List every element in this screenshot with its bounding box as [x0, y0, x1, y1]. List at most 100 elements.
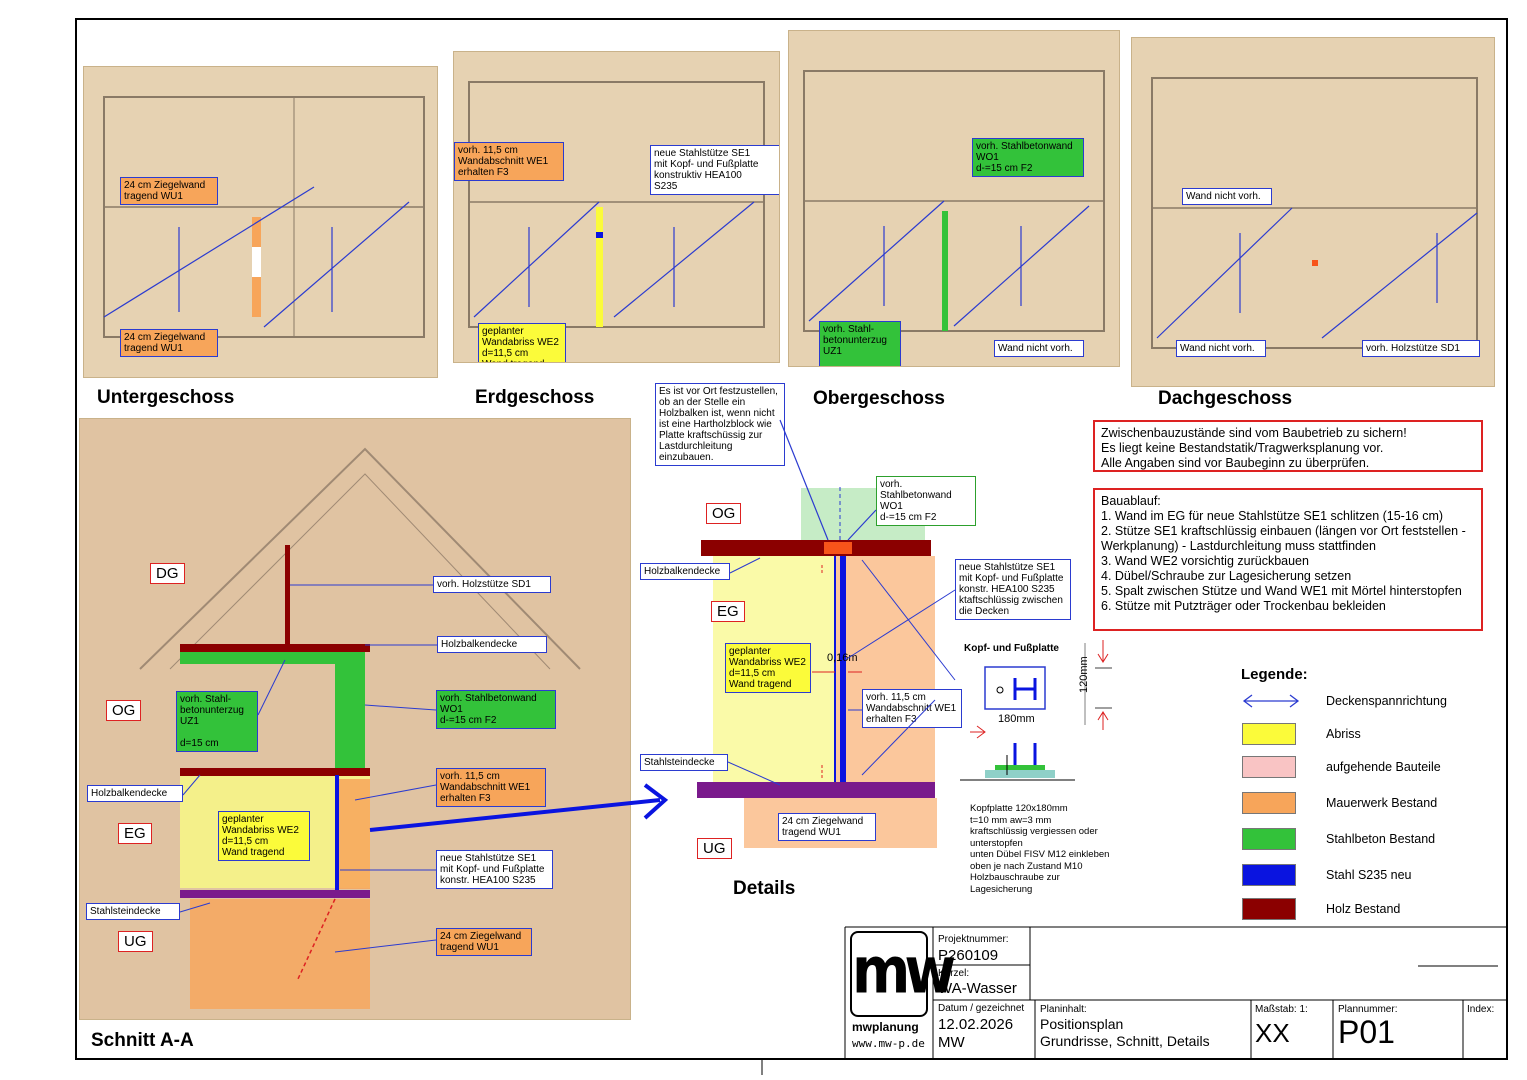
section-label-stahlbetonwand: vorh. Stahlbetonwand WO1 d-=15 cm F2 — [436, 690, 556, 729]
planinhalt-label: Planinhalt: — [1040, 1004, 1087, 1015]
index-label: Index: — [1467, 1004, 1495, 1015]
detail-holzbalkendecke-bar — [701, 540, 931, 556]
drawing-frame — [75, 18, 1508, 1060]
detail-label-stahlbetonwand: vorh. Stahlbetonwand WO1 d-=15 cm F2 — [876, 476, 976, 526]
dg-label-bottom-right: vorh. Holzstütze SD1 — [1362, 340, 1480, 357]
detail-steel-column — [840, 556, 846, 782]
title-obergeschoss: Obergeschoss — [813, 388, 945, 409]
legend-swatch — [1242, 864, 1296, 886]
kuerzel-label: Kürzel: — [938, 968, 970, 979]
detail-orange-block — [824, 542, 852, 554]
section-label-holzbalkendecke-top: Holzbalkendecke — [437, 636, 547, 653]
og-label-bottom-left: vorh. Stahl- betonunterzug UZ1 d=15 cm — [819, 321, 901, 366]
massstab-label: Maßstab: 1: — [1255, 1004, 1308, 1015]
plan-erdgeschoss: vorh. 11,5 cm Wandabschnitt WE1 erhalten… — [453, 51, 780, 363]
detail-label-holzbalkendecke: Holzbalkendecke — [640, 563, 730, 580]
planinhalt-line1: Positionsplan — [1040, 1016, 1124, 1032]
detail-label-wandabriss: geplanter Wandabriss WE2 d=11,5 cm Wand … — [725, 643, 811, 693]
title-schnitt: Schnitt A-A — [91, 1030, 194, 1051]
company-name: mwplanung — [852, 1020, 919, 1034]
plan-ug-drawing — [103, 96, 425, 338]
kuerzel-value: WA-Wasser — [938, 980, 1017, 997]
datum-value: 12.02.2026 — [938, 1016, 1014, 1033]
legend-swatch — [1242, 828, 1296, 850]
section-label-holzstuetze: vorh. Holzstütze SD1 — [433, 576, 551, 593]
dg-label-top: Wand nicht vorh. — [1182, 188, 1272, 205]
legend-swatch — [1242, 756, 1296, 778]
bauablauf-text: Bauablauf: 1. Wand im EG für neue Stahls… — [1101, 494, 1466, 613]
plate-width: 180mm — [998, 713, 1035, 725]
detail-dimension: 0,16m — [827, 652, 858, 664]
title-details: Details — [733, 878, 796, 899]
legend-label: Deckenspannrichtung — [1326, 694, 1447, 708]
section-label-stahlsteindecke: Stahlsteindecke — [86, 903, 180, 920]
gezeichnet-value: MW — [938, 1034, 965, 1051]
detail-label-stahlstuetze: neue Stahlstütze SE1 mit Kopf- und Fußpl… — [955, 559, 1071, 620]
plan-dg-drawing — [1151, 77, 1478, 349]
section-level-ug: UG — [118, 931, 153, 952]
title-untergeschoss: Untergeschoss — [97, 387, 235, 408]
og-label-bottom-right: Wand nicht vorh. — [994, 340, 1084, 357]
eg-label-left: vorh. 11,5 cm Wandabschnitt WE1 erhalten… — [454, 142, 564, 181]
title-erdgeschoss: Erdgeschoss — [475, 387, 595, 408]
section-level-eg: EG — [118, 823, 152, 844]
legend-title: Legende: — [1241, 666, 1308, 683]
plate-dimension-lines — [1095, 640, 1112, 730]
company-website: www.mw-p.de — [852, 1037, 925, 1050]
plate-title: Kopf- und Fußplatte — [964, 643, 1059, 654]
ug-label-bottom: 24 cm Ziegelwand tragend WU1 — [120, 329, 218, 357]
dg-label-bottom-left: Wand nicht vorh. — [1176, 340, 1266, 357]
detail-steel-column-line — [834, 556, 836, 782]
detail-level-og: OG — [706, 503, 742, 524]
section-level-dg: DG — [150, 563, 185, 584]
warning-note: Zwischenbauzustände sind vom Baubetrieb … — [1093, 420, 1483, 472]
detail-label-ziegelwand: 24 cm Ziegelwand tragend WU1 — [778, 813, 876, 841]
detail-label-stahlsteindecke: Stahlsteindecke — [640, 754, 728, 771]
legend-label: Holz Bestand — [1326, 902, 1401, 916]
og-label-top: vorh. Stahlbetonwand WO1 d-=15 cm F2 — [972, 138, 1084, 177]
detail-level-ug: UG — [697, 838, 732, 859]
detail-label-wandabschnitt: vorh. 11,5 cm Wandabschnitt WE1 erhalten… — [862, 689, 962, 728]
legend-label: Abriss — [1326, 727, 1361, 741]
plate-note: Kopfplatte 120x180mm t=10 mm aw=3 mm kra… — [970, 803, 1110, 895]
section-drawing — [139, 447, 581, 1009]
detail-level-eg: EG — [711, 601, 745, 622]
section-label-wandabschnitt: vorh. 11,5 cm Wandabschnitt WE1 erhalten… — [436, 768, 546, 807]
eg-label-right: neue Stahlstütze SE1 mit Kopf- und Fußpl… — [650, 145, 779, 195]
section-label-holzbalkendecke-mid: Holzbalkendecke — [87, 785, 183, 802]
section-label-wandabriss: geplanter Wandabriss WE2 d=11,5 cm Wand … — [218, 811, 310, 861]
plannummer-value: P01 — [1338, 1014, 1395, 1050]
eg-label-bottom: geplanter Wandabriss WE2 d=11,5 cm Wand … — [478, 323, 566, 362]
plate-drawing — [960, 643, 1086, 781]
massstab-value: XX — [1255, 1018, 1290, 1048]
detail-orange-wall — [835, 556, 935, 782]
legend-swatch — [1242, 898, 1296, 920]
legend-label: aufgehende Bauteile — [1326, 760, 1441, 774]
legend-swatch — [1242, 723, 1296, 745]
warning-text: Zwischenbauzustände sind vom Baubetrieb … — [1101, 426, 1407, 470]
plan-obergeschoss: vorh. Stahlbetonwand WO1 d-=15 cm F2 vor… — [788, 30, 1120, 367]
projektnummer-label: Projektnummer: — [938, 934, 1009, 945]
plan-dachgeschoss: Wand nicht vorh. Wand nicht vorh. vorh. … — [1131, 37, 1495, 387]
double-arrow-icon — [1242, 694, 1300, 708]
section-label-stahlstuetze: neue Stahlstütze SE1 mit Kopf- und Fußpl… — [436, 850, 553, 889]
section-level-og: OG — [106, 700, 142, 721]
projektnummer-value: P260109 — [938, 947, 999, 964]
bauablauf-note: Bauablauf: 1. Wand im EG für neue Stahls… — [1093, 488, 1483, 631]
legend-label: Stahl S235 neu — [1326, 868, 1412, 882]
plan-eg-drawing — [468, 81, 765, 328]
logo-letters: mw — [852, 934, 956, 1009]
ug-label-top: 24 cm Ziegelwand tragend WU1 — [120, 177, 218, 205]
legend-label: Mauerwerk Bestand — [1326, 796, 1438, 810]
section-label-ziegelwand: 24 cm Ziegelwand tragend WU1 — [436, 928, 532, 956]
plannummer-label: Plannummer: — [1338, 1004, 1398, 1015]
title-dachgeschoss: Dachgeschoss — [1158, 388, 1293, 409]
legend-swatch — [1242, 792, 1296, 814]
plan-og-drawing — [803, 70, 1105, 332]
detail-note-top: Es ist vor Ort festzustellen, ob an der … — [655, 383, 785, 466]
planinhalt-line2: Grundrisse, Schnitt, Details — [1040, 1033, 1210, 1049]
datum-label: Datum / gezeichnet — [938, 1003, 1025, 1014]
